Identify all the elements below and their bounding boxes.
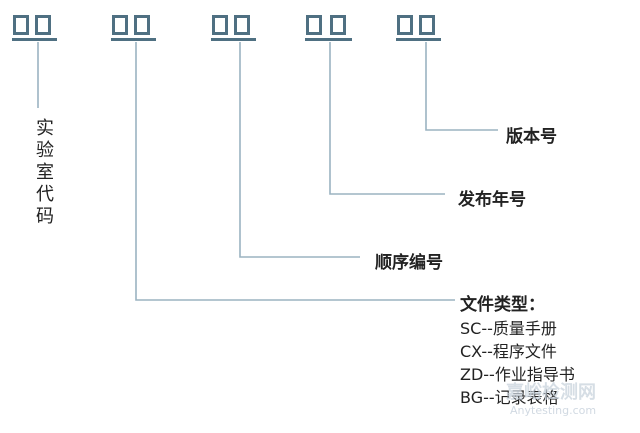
document-type-item: ZD--作业指导书 bbox=[460, 365, 575, 384]
sequence-number-label: 顺序编号 bbox=[375, 253, 443, 273]
code-group-seq-underline bbox=[211, 38, 256, 41]
document-type-title: 文件类型： bbox=[460, 295, 545, 315]
code-box-ver-2 bbox=[419, 15, 435, 35]
code-group-year-underline bbox=[305, 38, 352, 41]
connector-ver bbox=[425, 42, 498, 131]
document-type-item: CX--程序文件 bbox=[460, 342, 557, 361]
document-type-item: SC--质量手册 bbox=[460, 319, 557, 338]
code-box-year-1 bbox=[306, 15, 322, 35]
code-box-ver-1 bbox=[397, 15, 413, 35]
code-box-type-1 bbox=[112, 15, 128, 35]
code-box-type-2 bbox=[134, 15, 150, 35]
version-number-label: 版本号 bbox=[506, 127, 557, 147]
release-year-label: 发布年号 bbox=[458, 190, 526, 210]
connector-type bbox=[135, 42, 455, 301]
code-group-ver-underline bbox=[396, 38, 441, 41]
watermark-text: 嘉峪检测网 bbox=[506, 382, 596, 403]
watermark-subtext: Anytesting.com bbox=[510, 404, 597, 417]
code-group-type-underline bbox=[111, 38, 156, 41]
code-group-lab-underline bbox=[12, 38, 57, 41]
connector-year bbox=[329, 42, 445, 195]
document-type-list: 文件类型： SC--质量手册 CX--程序文件 ZD--作业指导书 BG--记录… bbox=[460, 294, 575, 409]
code-box-lab-2 bbox=[35, 15, 51, 35]
code-box-seq-2 bbox=[234, 15, 250, 35]
document-type-item: BG--记录表格 bbox=[460, 388, 559, 407]
laboratory-code-label: 实验室代码 bbox=[36, 118, 54, 227]
connector-seq bbox=[239, 42, 360, 258]
code-box-seq-1 bbox=[212, 15, 228, 35]
code-box-lab-1 bbox=[13, 15, 29, 35]
code-box-year-2 bbox=[330, 15, 346, 35]
